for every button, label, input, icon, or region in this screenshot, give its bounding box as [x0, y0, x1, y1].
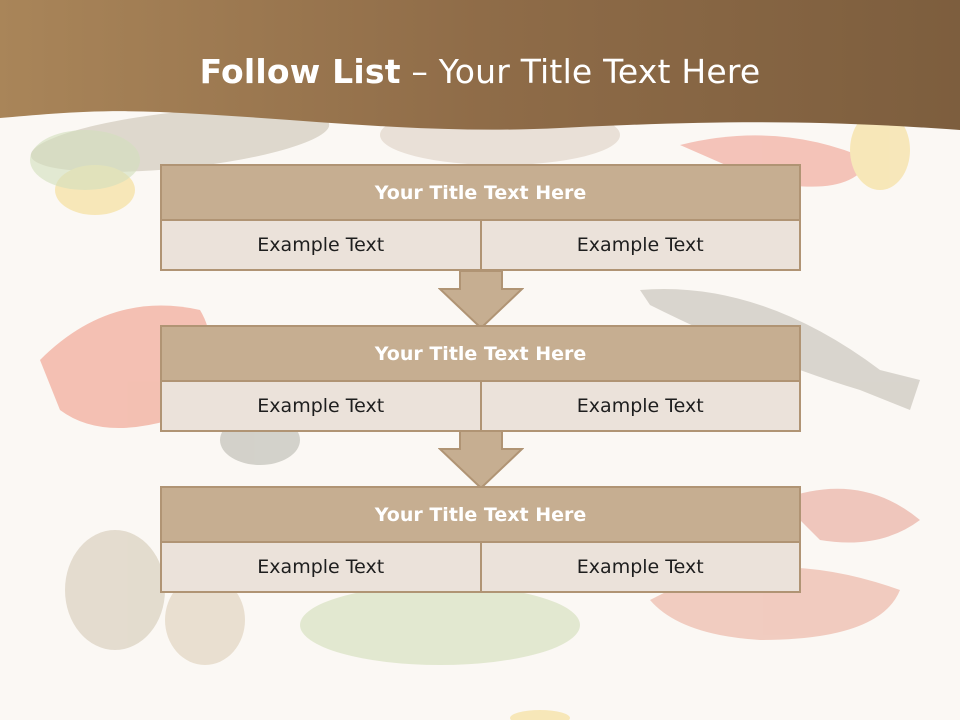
slide-title-bold: Follow List [199, 52, 401, 91]
slide-title-rest: – Your Title Text Here [411, 52, 761, 91]
block-cell-right: Example Text [481, 221, 801, 271]
block-row: Example Text Example Text [160, 382, 801, 432]
block-cell-right: Example Text [481, 543, 801, 593]
block-cell-left: Example Text [160, 543, 482, 593]
block-row: Example Text Example Text [160, 221, 801, 271]
down-arrow-icon [438, 270, 524, 330]
block-row: Example Text Example Text [160, 543, 801, 593]
block-cell-left: Example Text [160, 382, 482, 432]
block-cell-left: Example Text [160, 221, 482, 271]
block-title: Your Title Text Here [160, 486, 801, 543]
block-title: Your Title Text Here [160, 164, 801, 221]
follow-block-3: Your Title Text Here Example Text Exampl… [160, 486, 801, 593]
down-arrow-icon [438, 430, 524, 490]
block-title: Your Title Text Here [160, 325, 801, 382]
slide-title: Follow List – Your Title Text Here [0, 52, 960, 91]
follow-block-1: Your Title Text Here Example Text Exampl… [160, 164, 801, 271]
block-cell-right: Example Text [481, 382, 801, 432]
follow-block-2: Your Title Text Here Example Text Exampl… [160, 325, 801, 432]
